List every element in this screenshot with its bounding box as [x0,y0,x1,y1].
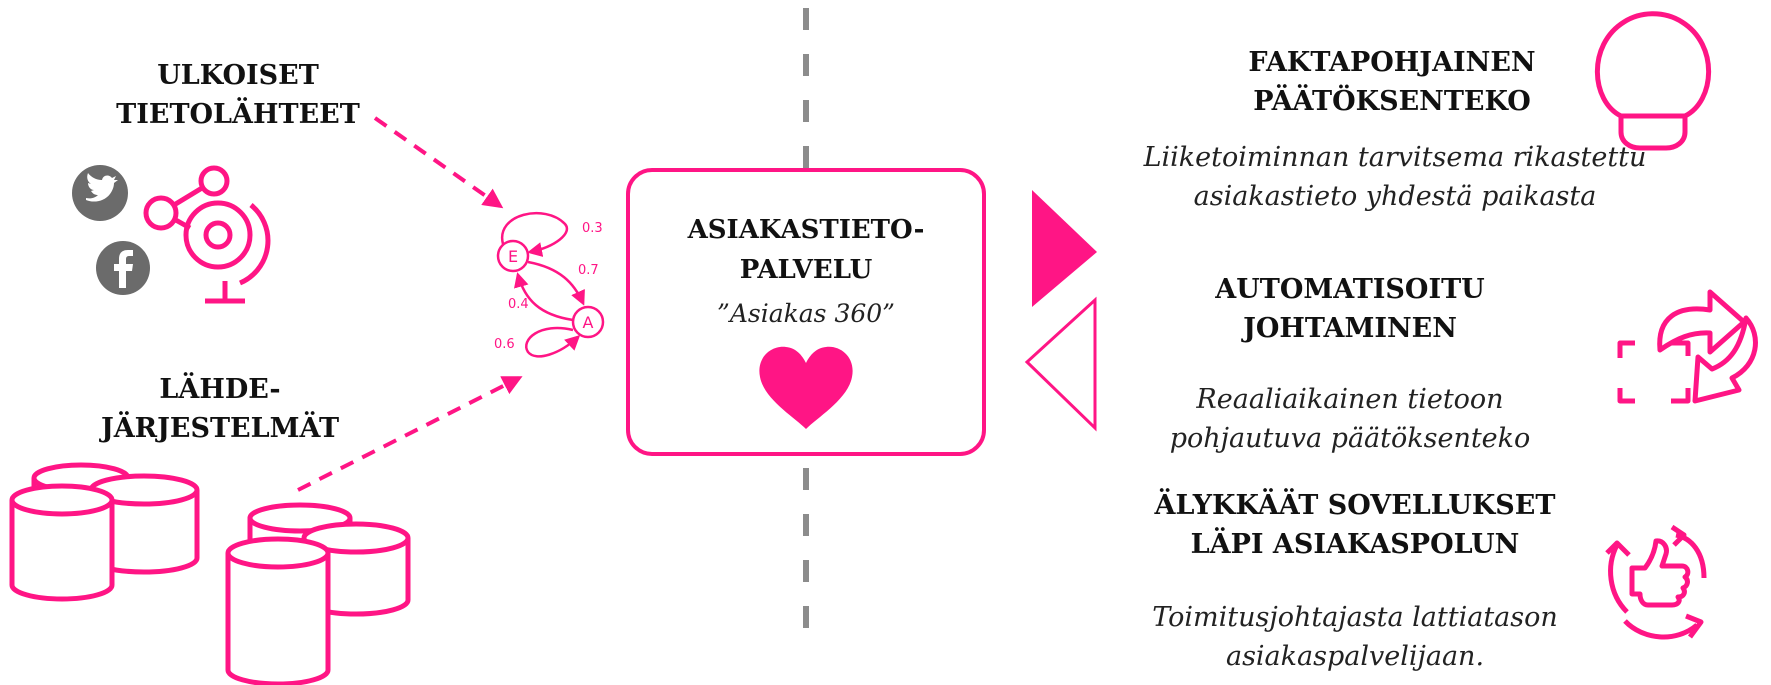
markov-edge-a-self [525,326,581,358]
customer-data-service-box: ASIAKASTIETO- PALVELU ”Asiakas 360” [626,168,986,456]
heading-line: ULKOISET [157,60,319,91]
description-line: Toimitusjohtajasta lattiatason [1152,602,1558,633]
fact-based-heading: FAKTAPOHJAINEN PÄÄTÖKSENTEKO [1217,43,1567,121]
heading-line: AUTOMATISOITU [1215,274,1485,305]
heading-line: JÄRJESTELMÄT [100,413,340,444]
automation-arrows-icon [1617,289,1758,404]
thumbs-up-cycle-icon [1605,524,1707,640]
heading-line: PÄÄTÖKSENTEKO [1253,86,1531,117]
markov-edge-a-e [514,272,574,322]
smart-applications-heading: ÄLYKKÄÄT SOVELLUKSET LÄPI ASIAKASPOLUN [1125,486,1585,564]
automated-management-description: Reaaliaikainen tietoon pohjautuva päätök… [1150,380,1550,458]
center-title-line: PALVELU [739,255,873,285]
description-line: asiakaspalvelijaan. [1225,641,1485,672]
markov-prob-label: 0.3 [582,221,603,236]
heading-line: TIETOLÄHTEET [116,99,360,130]
description-line: asiakastieto yhdestä paikasta [1193,181,1597,212]
heading-line: FAKTAPOHJAINEN [1248,47,1536,78]
twitter-icon [72,165,128,221]
center-subtitle: ”Asiakas 360” [717,299,895,328]
facebook-icon [96,241,150,295]
globe-network-icon [143,165,271,304]
heading-line: LÄHDE- [159,374,281,405]
description-line: Reaaliaikainen tietoon [1196,384,1504,415]
arrow-left-icon [1024,296,1097,432]
markov-node-e-label: E [508,247,518,266]
description-line: Liiketoiminnan tarvitsema rikastettu [1143,142,1647,173]
markov-chain-graph: E A 0.3 0.7 0.4 0.6 [494,211,605,358]
arrow-sources-to-model [297,376,523,492]
markov-node-a-label: A [583,313,594,332]
arrow-right-icon [1032,190,1097,307]
database-stack-icon [9,462,411,685]
external-sources-heading: ULKOISET TIETOLÄHTEET [115,56,361,134]
center-title: ASIAKASTIETO- PALVELU [630,210,982,290]
description-line: pohjautuva päätöksenteko [1169,423,1531,454]
arrow-external-to-model [373,116,504,209]
automated-management-heading: AUTOMATISOITU JOHTAMINEN [1170,270,1530,348]
markov-prob-label: 0.6 [494,337,515,352]
heart-icon [759,346,853,429]
markov-prob-label: 0.7 [578,263,599,278]
markov-prob-label: 0.4 [508,297,529,312]
heading-line: ÄLYKKÄÄT SOVELLUKSET [1154,490,1556,521]
smart-applications-description: Toimitusjohtajasta lattiatason asiakaspa… [1140,598,1570,676]
markov-edge-e-a [527,260,585,306]
source-systems-heading: LÄHDE- JÄRJESTELMÄT [80,370,360,448]
markov-node-a [571,305,605,339]
lightbulb-icon [1594,11,1712,151]
heading-line: LÄPI ASIAKASPOLUN [1190,529,1520,560]
heading-line: JOHTAMINEN [1243,313,1457,344]
markov-edge-e-self [500,211,569,257]
center-title-line: ASIAKASTIETO- [687,215,925,245]
fact-based-description: Liiketoiminnan tarvitsema rikastettu asi… [1125,138,1665,216]
